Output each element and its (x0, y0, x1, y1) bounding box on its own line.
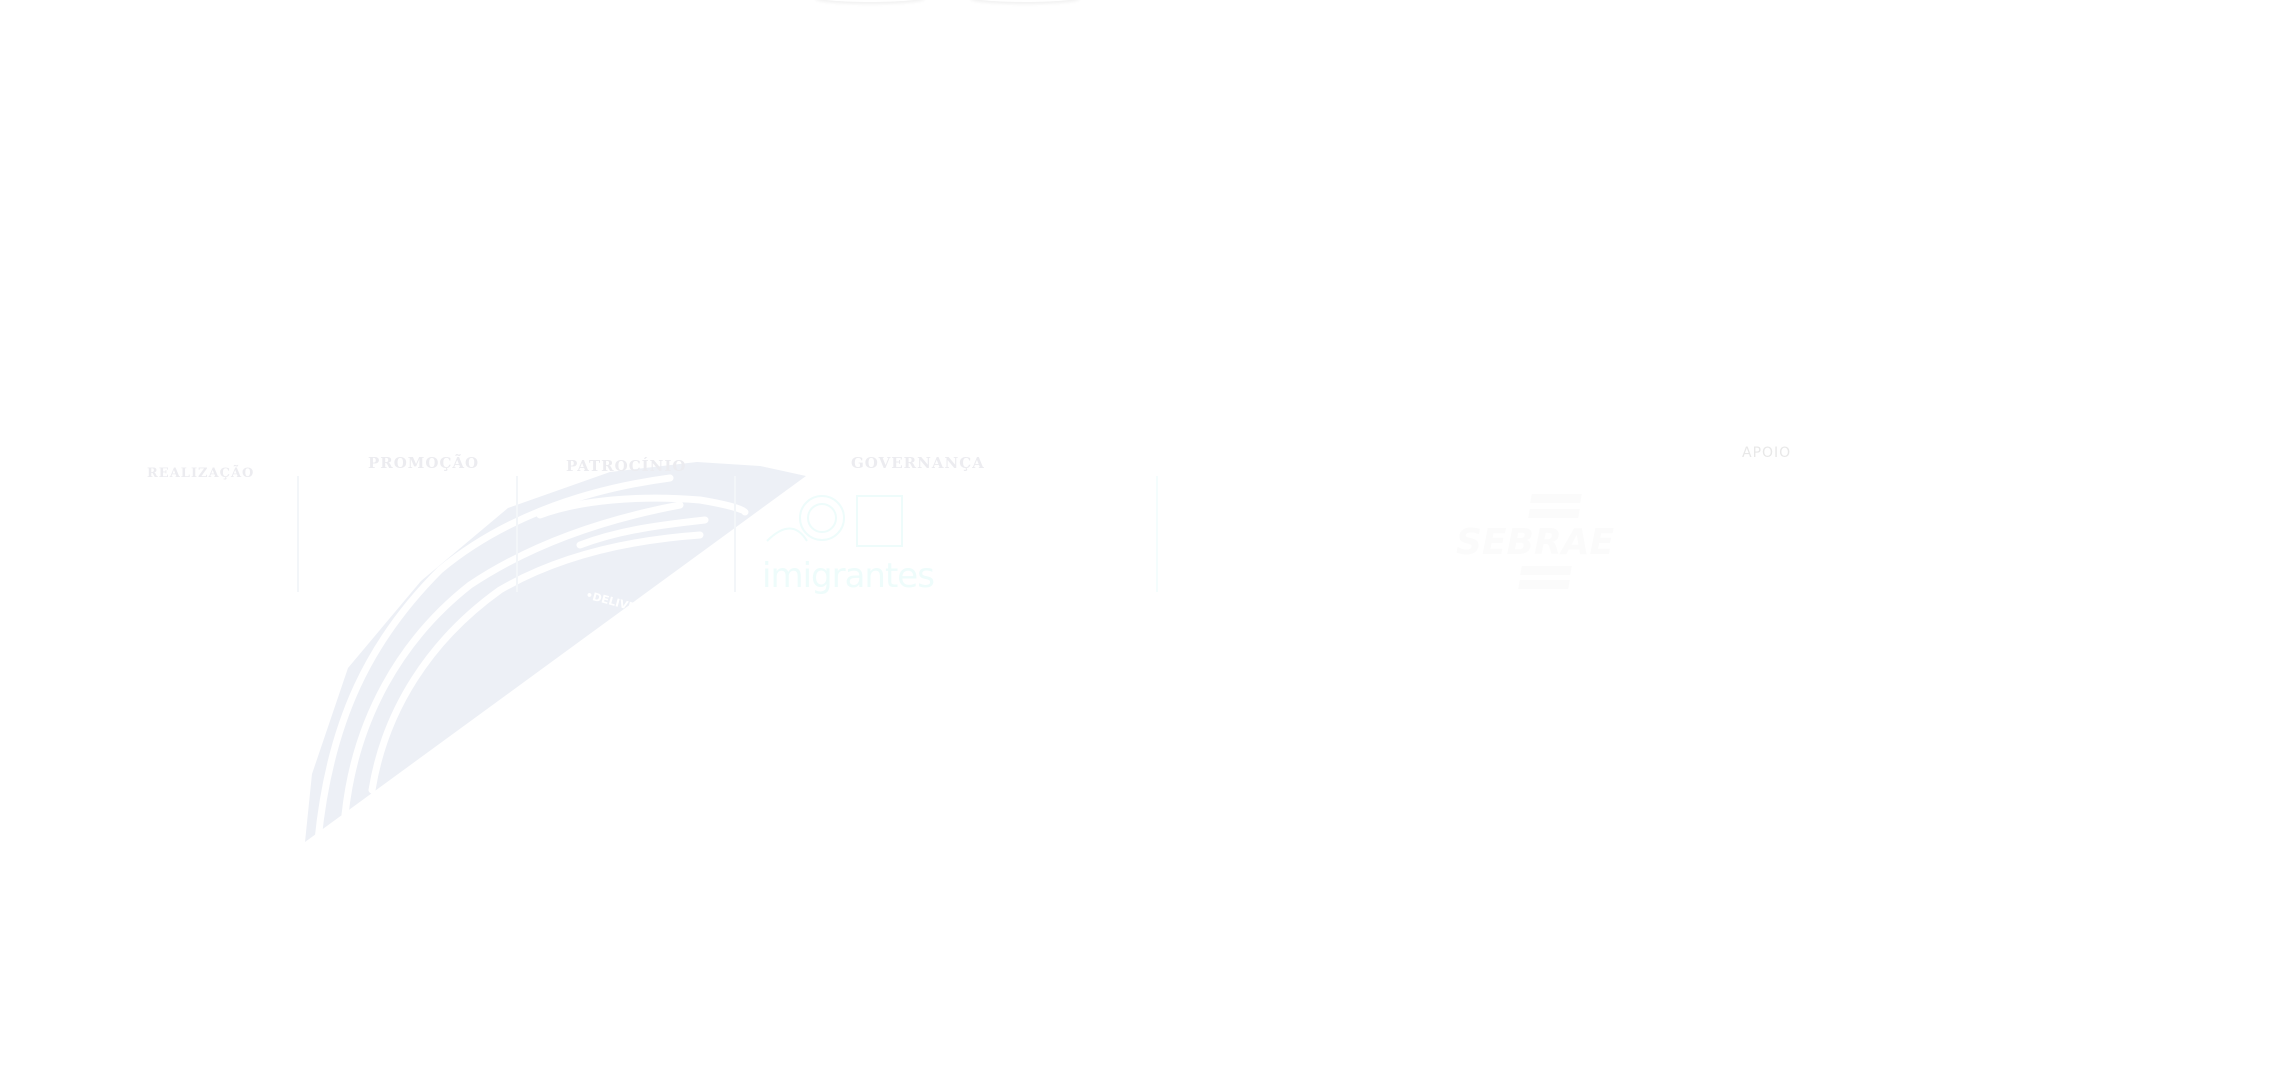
realizacao-label: REALIZAÇÃO (147, 466, 255, 481)
divider (516, 476, 518, 592)
satis-logo-background (305, 462, 806, 842)
divider (734, 476, 736, 592)
patrocinio-label: PATROCÍNIO (566, 457, 687, 475)
imigrantes-logo-text: imigrantes (762, 556, 935, 596)
imigrantes-logo: imigrantes (762, 486, 935, 596)
promocao-label: PROMOÇÃO (368, 454, 480, 472)
apoio-label: APOIO (1742, 445, 1792, 461)
satis-script-strokes (314, 474, 749, 844)
divider (297, 476, 299, 592)
imigrantes-emblem-icon (766, 495, 903, 547)
sebrae-logo-text: SEBRAE (1456, 522, 1615, 563)
governanca-label: GOVERNANÇA (851, 454, 985, 472)
sebrae-logo: SEBRAE (1456, 494, 1621, 590)
divider (1156, 476, 1158, 592)
